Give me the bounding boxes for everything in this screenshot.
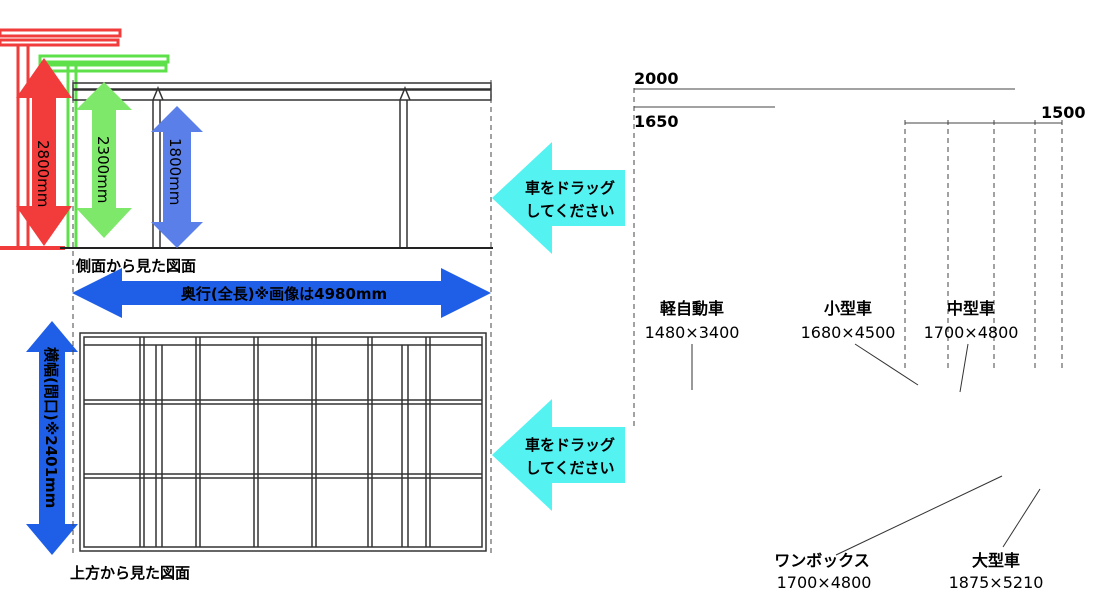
height-label-1800: 1800mm [166,138,184,205]
car-small[interactable]: 小型車 1680×4500 [801,299,919,386]
car-size: 1875×5210 [949,573,1044,592]
car-name: 中型車 [947,299,995,318]
depth-label: 奥行(全長)※画像は4980mm [181,285,387,303]
car-name: 大型車 [972,551,1020,570]
drag-hint-line1: 車をドラッグ [525,436,615,454]
carport-structure-top [79,332,487,552]
height-label-2300: 2300mm [94,136,112,203]
height-arrow-2300: 2300mm [76,82,132,238]
drag-hint-line2: してください [525,459,614,477]
scale-mark-1500: 1500 [1041,103,1086,122]
height-arrow-1800: 1800mm [151,106,203,248]
height-label-2800: 2800mm [34,140,52,207]
top-view-caption: 上方から見た図面 [70,564,190,582]
car-kei[interactable]: 軽自動車 1480×3400 [645,299,740,390]
car-name: ワンボックス [774,551,870,570]
height-arrow-2800: 2800mm [16,58,72,246]
drag-hint-line1: 車をドラッグ [525,179,615,197]
scale-marks: 2000 1650 1500 [634,69,1086,131]
width-arrow: 横幅(間口)※2401mm [26,321,78,555]
depth-arrow: 奥行(全長)※画像は4980mm [72,268,491,318]
car-size: 1700×4800 [924,323,1019,342]
width-label: 横幅(間口)※2401mm [42,347,60,508]
car-name: 小型車 [824,299,872,318]
guide-lines [72,80,1063,555]
scale-mark-1650: 1650 [634,112,679,131]
car-name: 軽自動車 [660,299,724,318]
drag-hint-line2: してください [525,202,614,220]
car-size: 1480×3400 [645,323,740,342]
car-size: 1700×4800 [777,573,872,592]
top-view: 奥行(全長)※画像は4980mm [26,268,491,582]
car-size: 1680×4500 [801,323,896,342]
car-large[interactable]: 大型車 1875×5210 [949,488,1044,592]
drag-hint-upper: 車をドラッグ してください [492,142,625,254]
car-medium[interactable]: 中型車 1700×4800 [924,299,1019,393]
drag-hint-lower: 車をドラッグ してください [492,399,625,511]
side-view: 2800mm 2300mm 1800mm 側面から見た図面 [0,28,493,275]
car-van[interactable]: ワンボックス 1700×4800 [774,475,1003,592]
scale-mark-2000: 2000 [634,69,679,88]
side-view-caption: 側面から見た図面 [75,257,196,275]
